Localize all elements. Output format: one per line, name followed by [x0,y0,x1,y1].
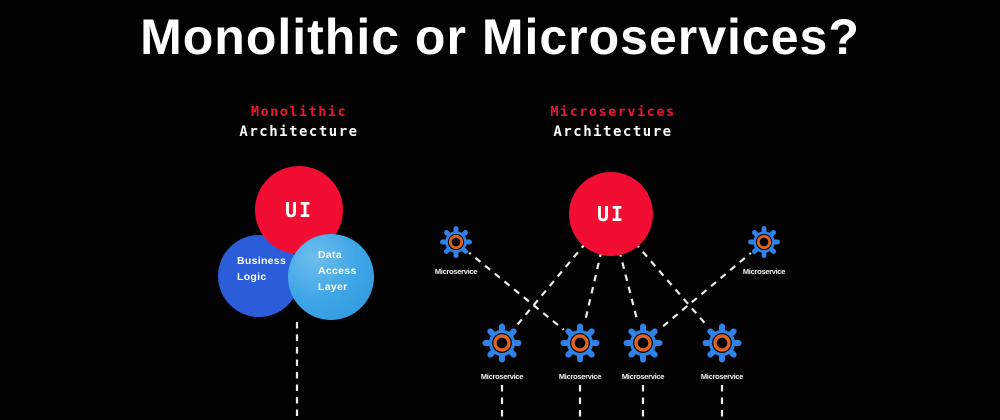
microservices-ui-label: UI [596,202,626,226]
microservice-node-right: Microservice [719,224,809,276]
microservice-label: Microservice [434,267,478,276]
microservices-heading: Microservices Architecture [550,104,675,140]
microservice-node-1: Microservice [457,321,547,381]
microservice-label: Microservice [700,372,744,381]
gear-icon [746,224,782,260]
gear-icon [438,224,474,260]
data-access-layer-circle [288,234,374,320]
microservices-heading-accent: Microservices [550,104,676,120]
microservice-node-4: Microservice [677,321,767,381]
business-logic-label: Business Logic [237,255,287,283]
left-node-to-microservice-2-connector [455,241,581,344]
microservices-heading-rest: Architecture [553,124,673,140]
monolithic-heading-accent: Monolithic [250,104,348,120]
gear-icon [558,321,602,365]
monolithic-heading-rest: Architecture [239,124,359,140]
right-node-to-microservice-3-connector [642,241,765,344]
microservice-label: Microservice [480,372,524,381]
data-access-layer-label: Data Access Layer [318,249,357,293]
gear-icon [480,321,524,365]
gear-icon [621,321,665,365]
microservices-ui-circle: UI [569,172,653,256]
microservice-label: Microservice [558,372,602,381]
ui-to-microservice-2-connector [578,213,612,344]
monolith-ui-label: UI [284,198,314,222]
microservice-label: Microservice [742,267,786,276]
ui-to-microservice-3-connector [608,213,645,344]
microservice-node-3: Microservice [598,321,688,381]
microservice-node-left: Microservice [411,224,501,276]
monolithic-heading: Monolithic Architecture [239,104,358,140]
gear-icon [700,321,744,365]
microservice-node-2: Microservice [535,321,625,381]
page-title: Monolithic or Microservices? [140,9,860,65]
microservice-label: Microservice [621,372,665,381]
